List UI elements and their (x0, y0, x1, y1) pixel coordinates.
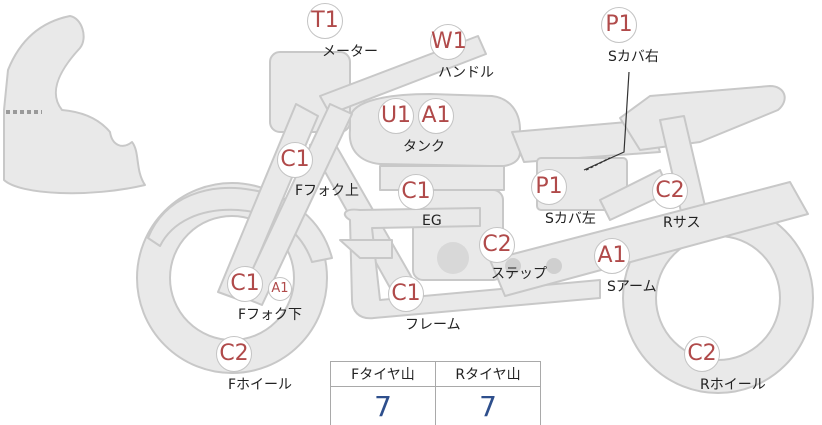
r-suspension-code-badge: C2 (652, 173, 688, 209)
r-suspension-label: Rサス (663, 215, 701, 231)
tire-tread-table: Fタイヤ山 Rタイヤ山 7 7 (330, 361, 541, 425)
fork-lower-code-badge: C1 (227, 266, 263, 302)
engine-label: EG (422, 213, 442, 229)
step-peg-right (546, 258, 562, 274)
fork-lower-code-badge-small: A1 (268, 277, 292, 301)
s-cover-right-dash (585, 157, 611, 171)
meter-code-badge: T1 (307, 3, 343, 39)
step-peg-left (505, 258, 521, 274)
rear-tread-header: Rタイヤ山 (435, 361, 541, 387)
rear-tread-value: 7 (435, 386, 541, 425)
engine-code-badge: C1 (398, 174, 434, 210)
rear-wheel-code-badge: C2 (684, 336, 720, 372)
meter-label: メーター (322, 44, 378, 60)
swingarm (489, 181, 809, 297)
fork-lower-label: Fフォク下 (238, 307, 303, 323)
rear-wheel-label: Rホイール (700, 377, 766, 393)
fork-upper-label: Fフォク上 (295, 183, 360, 199)
tank-code-badge-2: A1 (418, 98, 454, 134)
swingarm-label: Sアーム (607, 279, 657, 295)
s-cover-right-label: Sカバ右 (608, 49, 659, 65)
frame-code-badge: C1 (388, 276, 424, 312)
fork-right (239, 103, 353, 306)
step-label: ステップ (491, 266, 547, 282)
front-wheel-label: Fホイール (228, 377, 293, 393)
handle-code-badge: W1 (430, 24, 467, 60)
s-cover-right-code-badge: P1 (601, 7, 637, 43)
frame-label: フレーム (405, 317, 461, 333)
s-cover-left-code-badge: P1 (531, 169, 567, 205)
exhaust-lower (339, 239, 393, 259)
exhaust-upper (343, 207, 601, 320)
s-cover-left-label: Sカバ左 (545, 211, 596, 227)
fairing-cowl (3, 15, 146, 195)
engine-cover (437, 242, 469, 274)
front-wheel-code-badge: C2 (216, 336, 252, 372)
front-tread-value: 7 (330, 386, 436, 425)
handle-label: ハンドル (438, 65, 494, 81)
fork-upper-code-badge: C1 (277, 142, 313, 178)
swingarm-code-badge: A1 (594, 238, 630, 274)
rear-cowl (619, 85, 786, 151)
tank-label: タンク (403, 139, 445, 155)
tank-code-badge-1: U1 (378, 98, 414, 134)
rear-wheel-rim (655, 235, 781, 361)
seat (511, 119, 661, 163)
step-code-badge: C2 (479, 227, 515, 263)
front-tread-header: Fタイヤ山 (330, 361, 436, 387)
